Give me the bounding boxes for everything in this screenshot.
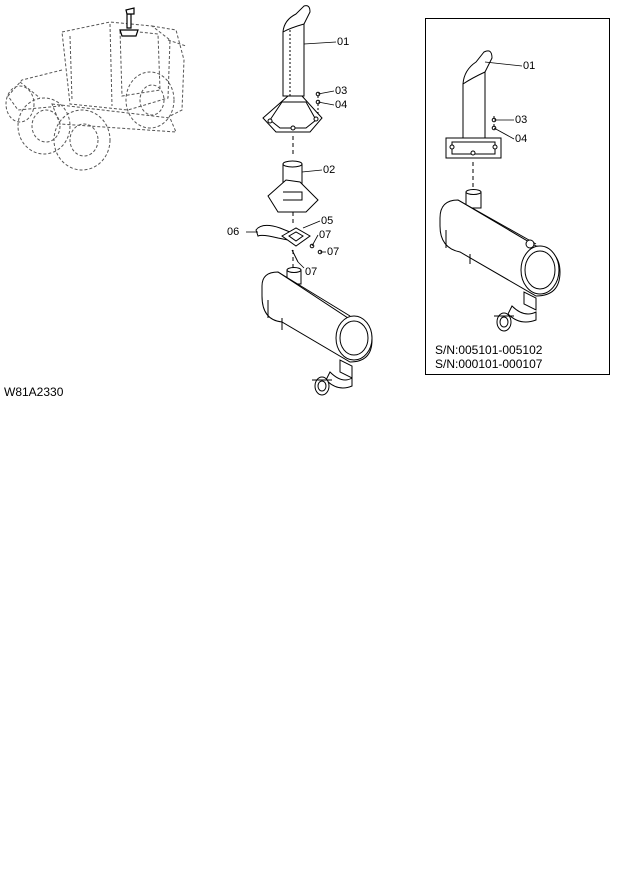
serial-range-2: S/N:000101-000107	[435, 357, 543, 371]
inset-callout-04: 04	[515, 133, 528, 145]
callout-07-a: 07	[319, 229, 332, 241]
callout-02: 02	[323, 164, 336, 176]
machine-locator-sketch	[5, 21, 187, 171]
callout-01: 01	[337, 36, 350, 48]
figure-code: W81A2330	[4, 385, 64, 399]
serial-inset-frame	[425, 18, 610, 375]
inset-outlet-elbow	[507, 305, 537, 323]
inset-callout-01: 01	[523, 60, 536, 72]
callout-05: 05	[321, 215, 334, 227]
inset-exhaust-assembly	[439, 50, 561, 332]
pipe-plate	[267, 179, 319, 213]
callout-04: 04	[335, 99, 348, 111]
main-leader-lines	[246, 41, 337, 269]
callout-06: 06	[227, 226, 240, 238]
outlet-elbow	[325, 371, 353, 389]
exhaust-stack-part-01	[282, 5, 311, 97]
inset-callout-03: 03	[515, 114, 528, 126]
callout-07-b: 07	[327, 246, 340, 258]
inset-square-flange	[445, 137, 502, 159]
main-exhaust-assembly	[255, 5, 373, 396]
callout-07-c: 07	[305, 266, 318, 278]
locator-exhaust-highlight	[119, 7, 139, 37]
serial-range-1: S/N:005101-005102	[435, 343, 543, 357]
inset-leader-lines	[484, 61, 523, 140]
callout-03: 03	[335, 85, 348, 97]
